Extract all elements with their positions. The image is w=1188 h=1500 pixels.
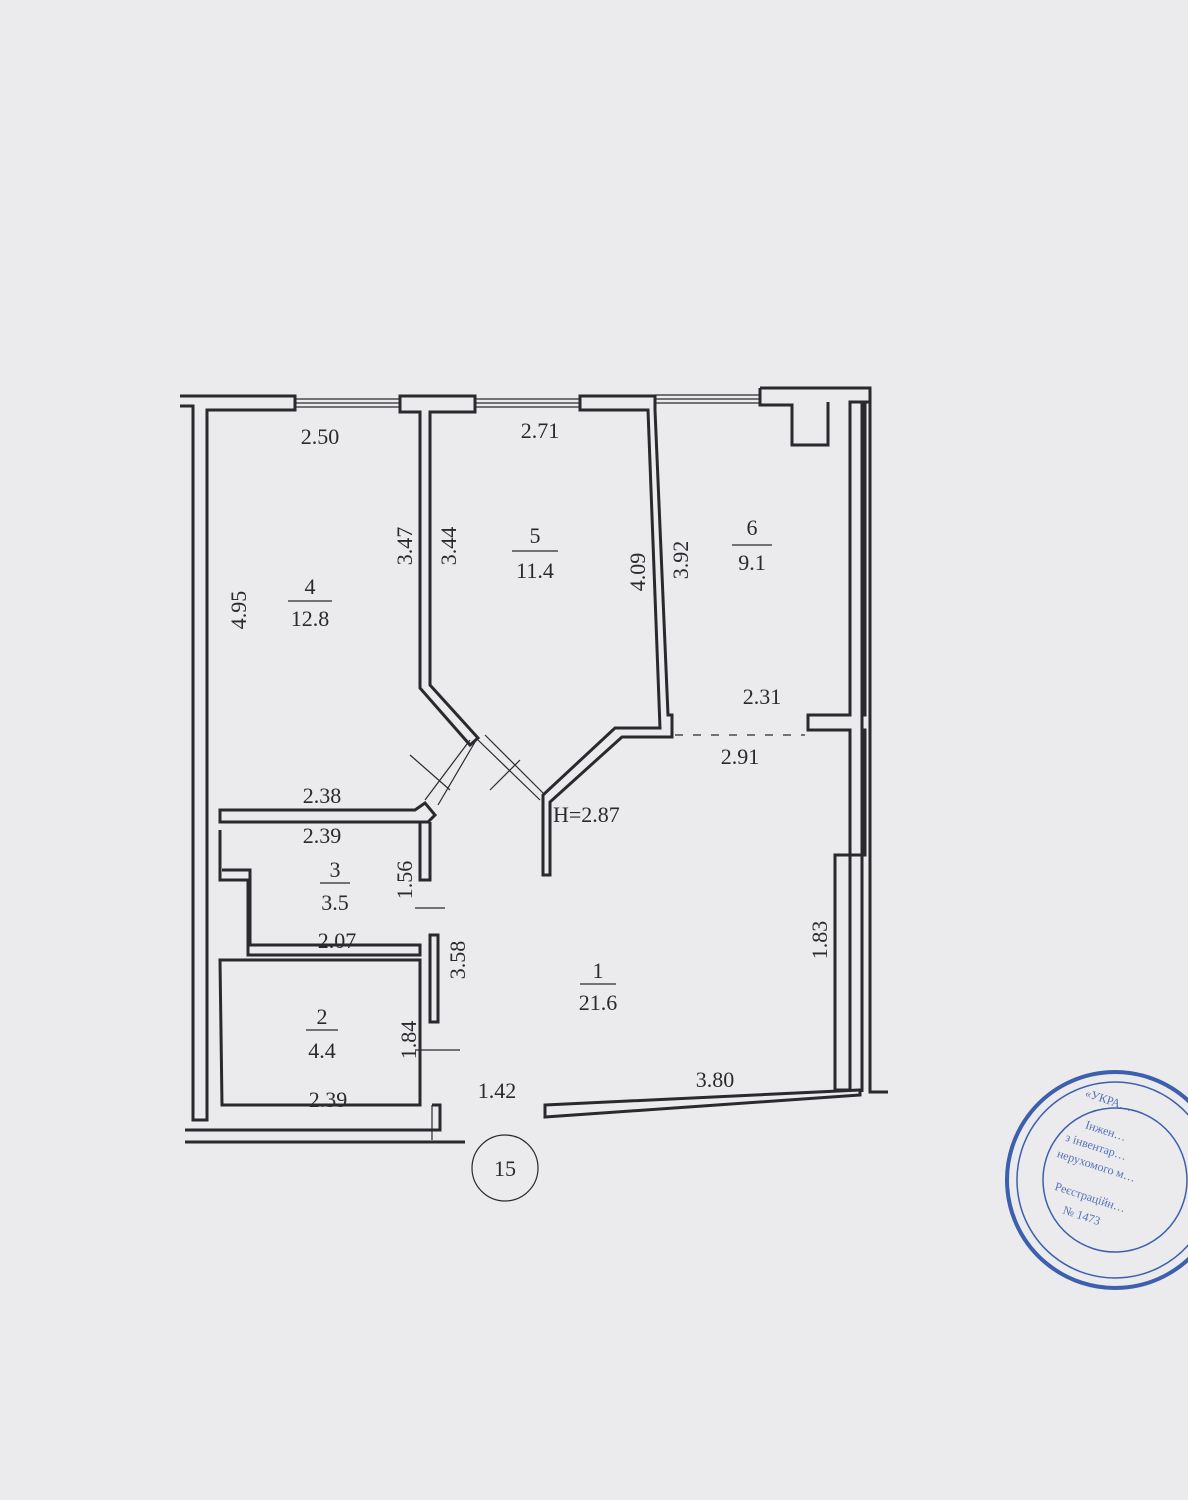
apartment-number: 15 bbox=[494, 1156, 516, 1181]
stamp-ring-2 bbox=[1016, 1081, 1188, 1279]
room2-walls bbox=[218, 933, 440, 1107]
dim-r4-top: 2.50 bbox=[301, 424, 340, 449]
dim-r5-top: 2.71 bbox=[521, 418, 560, 443]
room-labels: 1 21.6 2 4.4 3 3.5 4 12.8 5 11.4 6 9.1 H… bbox=[288, 515, 772, 1063]
dim-r4-left: 4.95 bbox=[226, 591, 251, 630]
stamp-text-1: «УКРА… bbox=[1083, 1086, 1133, 1114]
stamp-outer-ring bbox=[1005, 1070, 1188, 1290]
dim-r3-right: 1.56 bbox=[392, 861, 417, 900]
room3-walls bbox=[218, 822, 432, 957]
dimension-labels: 2.50 2.71 4.95 3.47 3.44 4.09 3.92 2.31 … bbox=[226, 418, 832, 1112]
room-2-number: 2 bbox=[317, 1004, 328, 1029]
dim-r4-bottom: 2.38 bbox=[303, 783, 342, 808]
official-stamp: «УКРА… Інжен… з інвентар… нерухомого м… … bbox=[1005, 1070, 1188, 1290]
dim-r1-bottom-left: 1.42 bbox=[478, 1078, 517, 1103]
walls bbox=[180, 386, 888, 1144]
dim-r3-top: 2.39 bbox=[303, 823, 342, 848]
room-3-number: 3 bbox=[330, 857, 341, 882]
stamp-text-6: № 1473 bbox=[1061, 1203, 1102, 1228]
dim-r4-right: 3.47 bbox=[392, 527, 417, 566]
room-1-number: 1 bbox=[593, 958, 604, 983]
window-1 bbox=[295, 398, 400, 408]
top-wall-pier-2 bbox=[541, 394, 674, 877]
room-6-area: 9.1 bbox=[738, 550, 766, 575]
door-swings bbox=[409, 734, 546, 1140]
room-4-area: 12.8 bbox=[291, 606, 330, 631]
dim-r2-right: 1.84 bbox=[396, 1021, 421, 1060]
window-3 bbox=[655, 394, 760, 404]
top-wall-right bbox=[758, 386, 872, 1092]
top-wall-pier-1 bbox=[398, 394, 481, 748]
dim-r5-right: 4.09 bbox=[625, 553, 650, 592]
room-6-number: 6 bbox=[747, 515, 758, 540]
dim-r1-bottom-right: 3.80 bbox=[696, 1067, 735, 1092]
room-4-number: 4 bbox=[305, 574, 316, 599]
room-1-area: 21.6 bbox=[579, 990, 618, 1015]
stamp-inner-ring bbox=[1042, 1107, 1188, 1253]
dim-r2-bottom: 2.39 bbox=[309, 1087, 348, 1112]
dim-r6-bottom: 2.31 bbox=[743, 684, 782, 709]
bottom-wall bbox=[185, 1088, 862, 1144]
room4-bottom-wall bbox=[218, 800, 438, 824]
dim-r5-left: 3.44 bbox=[436, 527, 461, 566]
room-2-area: 4.4 bbox=[308, 1038, 336, 1063]
dim-r6-left: 3.92 bbox=[668, 541, 693, 580]
dim-r3-bottom: 2.07 bbox=[318, 928, 357, 953]
dim-r1-right: 1.83 bbox=[807, 921, 832, 960]
room-5-number: 5 bbox=[530, 523, 541, 548]
right-outer-wall bbox=[860, 390, 888, 1094]
dim-r1-top-right: 2.91 bbox=[721, 744, 760, 769]
room-5-area: 11.4 bbox=[516, 558, 554, 583]
ceiling-height: H=2.87 bbox=[553, 802, 620, 827]
apartment-number-circle bbox=[471, 1134, 539, 1202]
top-wall-left bbox=[180, 394, 297, 1122]
room-3-area: 3.5 bbox=[321, 890, 349, 915]
dim-r1-left: 3.58 bbox=[445, 941, 470, 980]
window-2 bbox=[475, 398, 580, 408]
